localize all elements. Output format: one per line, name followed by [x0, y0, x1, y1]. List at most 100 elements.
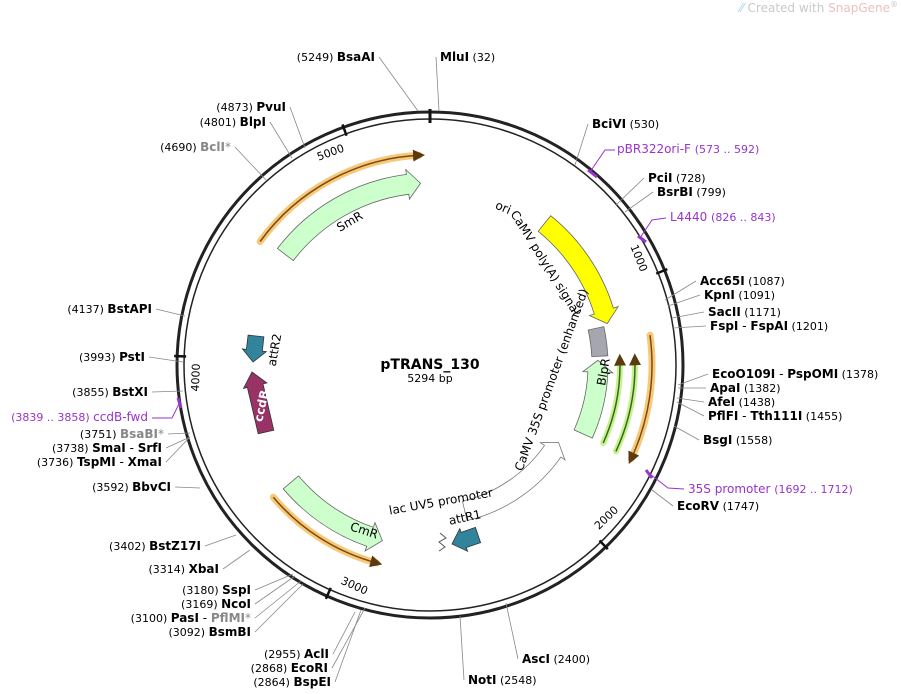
site-ecorv[interactable]: EcoRV (1747): [677, 499, 759, 513]
site-pasi[interactable]: (3100) PasI - PflMI*: [131, 611, 251, 625]
site-ecoo109i[interactable]: EcoO109I - PspOMI (1378): [712, 367, 878, 381]
site-bstapi[interactable]: (4137) BstAPI: [67, 302, 152, 316]
site-pcii[interactable]: PciI (728): [648, 171, 706, 185]
feature-blpr: [573, 359, 614, 439]
site-bstxi[interactable]: (3855) BstXI: [72, 385, 148, 399]
feature-smr: [276, 168, 422, 262]
plasmid-length: 5294 bp: [407, 372, 452, 385]
primer-leader-ccdb-fwd: [152, 401, 181, 419]
feature-label-ori: ori: [493, 198, 513, 217]
site-leader-psti: [148, 356, 184, 363]
site-leader-fspi: [672, 325, 707, 329]
primer-annotations: pBR322ori-F (573 .. 592) L4440 (826 .. 84…: [11, 142, 853, 496]
site-acc65i[interactable]: Acc65I (1087): [700, 274, 785, 288]
site-sacii[interactable]: SacII (1171): [708, 305, 781, 319]
site-leader-bsgi: [673, 425, 700, 441]
site-leader-sacii: [671, 311, 705, 319]
site-kpni[interactable]: KpnI (1091): [704, 288, 775, 302]
primer-mark-l4440: [637, 234, 647, 244]
site-leader-pcii: [615, 177, 645, 206]
primer-mark-ccdb-fwd: [176, 397, 183, 409]
site-blpi[interactable]: (4801) BlpI: [200, 115, 266, 129]
primer-pbr322ori-f[interactable]: pBR322ori-F (573 .. 592): [617, 142, 759, 156]
site-leader-ecori: [331, 607, 366, 669]
tick-label-3000: 3000: [339, 574, 370, 597]
primer-ccdb-fwd[interactable]: (3839 .. 3858) ccdB-fwd: [11, 410, 148, 424]
site-leader-ecorv: [651, 489, 674, 507]
site-leader-bcli: [234, 146, 267, 181]
site-bsaai[interactable]: (5249) BsaAI: [297, 50, 375, 64]
site-tspmi[interactable]: (3736) TspMI - XmaI: [37, 455, 162, 469]
site-leader-smai: [165, 436, 191, 449]
site-leader-acc65i: [664, 280, 697, 301]
orf-line-2: [272, 496, 383, 568]
green-orf-line-1: [602, 353, 627, 444]
site-bsmbi[interactable]: (3092) BsmBI: [169, 625, 251, 639]
site-leader-pvui: [289, 106, 306, 149]
site-leader-bsaai: [378, 56, 419, 112]
site-acli[interactable]: (2955) AclI: [264, 647, 329, 661]
site-leader-asci: [505, 602, 519, 660]
site-leader-mlui: [435, 56, 440, 112]
site-leader-sspi: [254, 573, 294, 591]
feature-camv-poly-a-signal: [587, 326, 609, 358]
site-bcivi[interactable]: BciVI (530): [592, 117, 659, 131]
restriction-sites: (5249) BsaAI MluI (32) BciVI (530) PciI (72…: [37, 50, 878, 689]
site-leader-blpi: [269, 121, 293, 159]
site-afei[interactable]: AfeI (1438): [708, 395, 775, 409]
site-bstz17i[interactable]: (3402) BstZ17I: [109, 539, 201, 553]
watermark-prefix: Created with: [747, 1, 829, 15]
site-leader-kpni: [667, 294, 701, 307]
site-bbvci[interactable]: (3592) BbvCI: [92, 480, 171, 494]
site-pvui[interactable]: (4873) PvuI: [216, 100, 286, 114]
feature-arrows: [241, 168, 620, 553]
tick-label-2000: 2000: [592, 503, 621, 532]
site-bsabi[interactable]: (3751) BsaBI*: [80, 427, 164, 441]
plasmid-name: pTRANS_130: [380, 357, 479, 373]
primer-leader-35s-promoter: [649, 473, 685, 490]
feature-attr1: [451, 526, 482, 553]
feature-lac-uv5-promoter: [438, 532, 447, 552]
site-leader-bcivi: [574, 123, 589, 166]
primer-35s-promoter[interactable]: 35S promoter (1692 .. 1712): [688, 482, 853, 496]
site-apai[interactable]: ApaI (1382): [710, 381, 781, 395]
site-xbai[interactable]: (3314) XbaI: [149, 562, 219, 576]
site-bsgi[interactable]: BsgI (1558): [703, 433, 772, 447]
green-orf-line-0: [615, 353, 642, 452]
site-leader-pflfi: [676, 401, 705, 417]
site-leader-bstz17i: [204, 534, 237, 547]
site-pflfi[interactable]: PflFI - Tth111I (1455): [708, 409, 842, 423]
site-bcli[interactable]: (4690) BclI*: [160, 140, 231, 154]
site-bsrbi[interactable]: BsrBI (799): [657, 185, 726, 199]
site-leader-ncoi: [254, 575, 296, 605]
site-bspei[interactable]: (2864) BspEI: [253, 675, 331, 689]
site-ecori[interactable]: (2868) EcoRI: [251, 661, 328, 675]
tick-1000: [655, 267, 668, 275]
site-mlui[interactable]: MluI (32): [440, 50, 495, 64]
feature-ori: [537, 215, 620, 325]
site-asci[interactable]: AscI (2400): [522, 652, 590, 666]
site-noti[interactable]: NotI (2548): [468, 673, 537, 687]
primer-l4440[interactable]: L4440 (826 .. 843): [670, 210, 776, 224]
site-smai[interactable]: (3738) SmaI - SrfI: [52, 441, 162, 455]
site-leader-bsrbi: [624, 191, 654, 213]
orf-line-1: [628, 335, 653, 464]
site-psti[interactable]: (3993) PstI: [79, 350, 145, 364]
feature-label-blpr: BlpR: [594, 357, 613, 387]
site-leader-lines: [148, 56, 709, 683]
site-ncoi[interactable]: (3169) NcoI: [181, 597, 251, 611]
watermark[interactable]: ⁄⁄ Created with SnapGene®: [740, 0, 898, 15]
tick-5000: [341, 123, 348, 137]
site-leader-bstxi: [151, 390, 184, 393]
site-leader-bsmbi: [254, 583, 304, 633]
site-fspi[interactable]: FspI - FspAI (1201): [710, 319, 828, 333]
primer-mark-pbr322ori-f: [587, 168, 598, 179]
watermark-reg: ®: [890, 0, 898, 9]
tick-3000: [324, 587, 332, 600]
site-leader-ecoo109i: [677, 373, 709, 386]
orf-line-0: [259, 149, 425, 242]
site-sspi[interactable]: (3180) SspI: [182, 583, 251, 597]
site-leader-bspei: [334, 609, 362, 683]
primer-leader-pbr322ori-f: [589, 149, 615, 173]
